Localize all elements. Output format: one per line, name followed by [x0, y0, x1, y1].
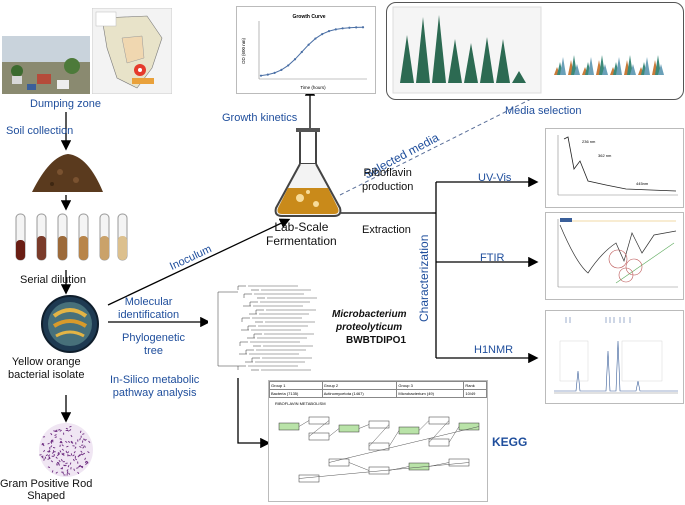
- label-soil-collection: Soil collection: [6, 125, 74, 137]
- kegg-td-3: Microbacterium (49): [396, 389, 465, 398]
- kegg-pathway-panel: Group 1 Group 2 Group 3 Rank Bacteria (7…: [268, 380, 488, 502]
- media-selection-charts: [386, 2, 684, 100]
- uv-peak-2: 362 nm: [598, 153, 612, 158]
- ftir-spectrum: [545, 212, 684, 300]
- label-uvvis: UV-Vis: [478, 172, 512, 184]
- label-phylo-tree: Phylogenetic tree: [122, 332, 185, 357]
- arrow-inoculum: [107, 218, 291, 306]
- label-kegg: KEGG: [492, 435, 528, 449]
- organism-name-line1: Microbacterium: [332, 309, 407, 320]
- label-insilico: In-Silico metabolic pathway analysis: [110, 374, 200, 399]
- kegg-th-1: Group 1: [269, 381, 323, 390]
- growth-chart-xlabel: Time (hours): [300, 85, 326, 90]
- label-media-selection: Media selection: [505, 105, 582, 117]
- growth-curve-chart: Growth Curve Time (hours) OD (600 nm): [236, 6, 376, 94]
- label-riboflavin: Riboflavin production: [362, 167, 414, 193]
- kegg-td-2: Actinomycetota (1467): [321, 389, 398, 398]
- kegg-taxonomy-table: Group 1 Group 2 Group 3 Rank Bacteria (7…: [269, 381, 487, 398]
- kegg-pathway-map: [278, 416, 480, 483]
- organism-name-line2: proteolyticum: [336, 322, 403, 333]
- h1nmr-spectrum: [545, 310, 684, 404]
- soil-pile: [32, 154, 103, 192]
- label-isolate: Yellow orange bacterial isolate: [8, 356, 85, 381]
- uv-peak-3: 445nm: [636, 181, 649, 186]
- kegg-th-2: Group 2: [321, 381, 398, 390]
- growth-chart-title: Growth Curve: [292, 14, 325, 20]
- kegg-map-title: RIBOFLAVIN METABOLISM: [275, 401, 326, 406]
- fermentation-flask-icon: [274, 128, 342, 217]
- label-characterization: Characterization: [417, 234, 431, 322]
- phylogenetic-tree: [208, 282, 330, 378]
- media-selection-line: [339, 91, 546, 196]
- label-gram: Gram Positive Rod Shaped: [0, 478, 93, 502]
- kegg-td-1: Bacteria (7135): [269, 389, 323, 398]
- location-map: [92, 8, 172, 94]
- label-serial-dilution: Serial dilution: [20, 274, 87, 286]
- label-extraction: Extraction: [362, 224, 411, 236]
- kegg-th-4: Rank: [463, 381, 487, 390]
- strain-name: BWBTDIPO1: [346, 335, 406, 346]
- growth-chart-ylabel: OD (600 nm): [241, 37, 246, 64]
- label-ftir: FTIR: [480, 252, 505, 264]
- label-lab-scale: Lab-Scale Fermentation: [266, 220, 337, 248]
- label-growth-kinetics: Growth kinetics: [222, 112, 298, 124]
- arrow-to-kegg: [237, 360, 271, 449]
- uvvis-spectrum: 236 nm 362 nm 445nm: [545, 128, 684, 208]
- kegg-th-3: Group 3: [396, 381, 465, 390]
- label-dumping-zone: Dumping zone: [30, 98, 101, 110]
- uv-peak-1: 236 nm: [582, 139, 596, 144]
- serial-dilution-tubes: [15, 213, 128, 261]
- kegg-td-4: 10/49: [463, 389, 487, 398]
- label-h1nmr: H1NMR: [474, 344, 514, 356]
- gram-stain-micrograph: [39, 423, 93, 477]
- dumping-zone-photo: [2, 36, 90, 94]
- bacterial-plate: [41, 295, 99, 353]
- label-molecular-id: Molecular identification: [118, 296, 180, 321]
